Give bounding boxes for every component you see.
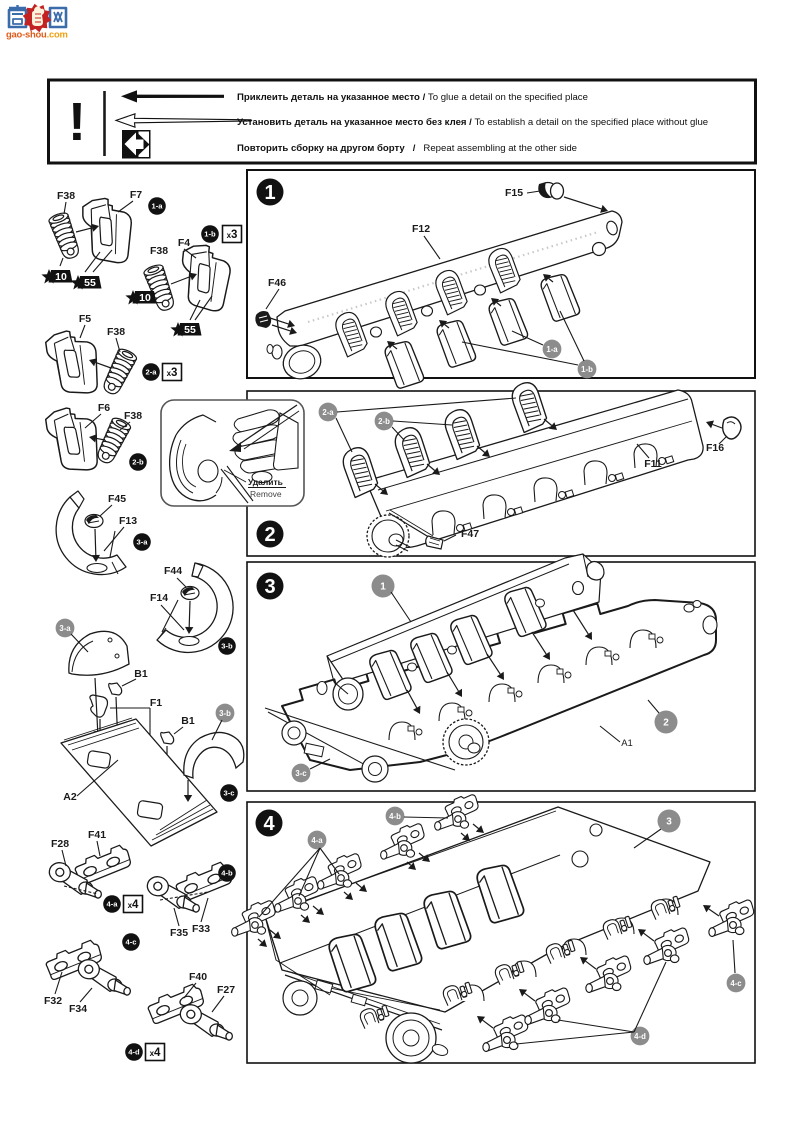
- svg-text:10: 10: [55, 271, 67, 283]
- svg-text:55: 55: [84, 277, 96, 289]
- svg-text:F27: F27: [217, 984, 235, 996]
- svg-text:F34: F34: [69, 1003, 87, 1015]
- svg-text:4-c: 4-c: [730, 979, 742, 988]
- svg-text:B1: B1: [181, 715, 195, 727]
- svg-text:4-d: 4-d: [634, 1032, 646, 1041]
- svg-text:4-d: 4-d: [128, 1048, 140, 1057]
- svg-text:A2: A2: [63, 791, 77, 803]
- svg-text:F15: F15: [505, 187, 523, 199]
- svg-text:F16: F16: [706, 442, 724, 454]
- svg-text:3-c: 3-c: [224, 789, 235, 798]
- svg-text:F45: F45: [108, 493, 126, 505]
- svg-text:2: 2: [264, 524, 275, 546]
- svg-text:3-b: 3-b: [219, 709, 231, 718]
- svg-text:3: 3: [666, 817, 672, 828]
- svg-text:10: 10: [139, 292, 151, 304]
- svg-text:3-c: 3-c: [295, 769, 307, 778]
- svg-text:1: 1: [380, 582, 386, 593]
- svg-text:2: 2: [663, 718, 669, 729]
- svg-text:F6: F6: [98, 402, 110, 414]
- svg-text:1: 1: [264, 182, 275, 204]
- svg-text:Установить деталь на указанное: Установить деталь на указанное место без…: [237, 117, 708, 128]
- svg-text:2-b: 2-b: [132, 458, 144, 467]
- svg-text:1-b: 1-b: [204, 230, 216, 239]
- svg-text:F13: F13: [119, 515, 137, 527]
- svg-text:!: !: [68, 92, 86, 152]
- svg-text:x4: x4: [150, 1047, 161, 1059]
- svg-text:2-a: 2-a: [322, 408, 334, 417]
- svg-text:F11: F11: [644, 458, 662, 470]
- svg-text:F38: F38: [124, 410, 142, 422]
- svg-text:4-c: 4-c: [126, 938, 137, 947]
- svg-text:Удалить: Удалить: [248, 477, 283, 487]
- svg-text:Remove: Remove: [250, 489, 282, 499]
- svg-text:2-a: 2-a: [146, 368, 158, 377]
- svg-text:F38: F38: [57, 190, 75, 202]
- svg-text:A1: A1: [621, 738, 633, 749]
- svg-text:1-a: 1-a: [546, 345, 558, 354]
- svg-text:x3: x3: [167, 367, 178, 379]
- svg-text:55: 55: [184, 324, 196, 336]
- svg-text:x3: x3: [227, 229, 238, 241]
- svg-text:F7: F7: [130, 189, 142, 201]
- svg-text:F1: F1: [150, 697, 162, 709]
- svg-text:4-a: 4-a: [311, 836, 323, 845]
- svg-text:F40: F40: [189, 971, 207, 983]
- svg-text:4-b: 4-b: [389, 812, 401, 821]
- svg-text:F33: F33: [192, 923, 210, 935]
- svg-text:3-b: 3-b: [221, 642, 233, 651]
- svg-text:1-a: 1-a: [152, 202, 164, 211]
- svg-text:4-b: 4-b: [221, 869, 233, 878]
- svg-text:F38: F38: [150, 245, 168, 257]
- svg-text:2-b: 2-b: [378, 417, 390, 426]
- svg-text:3: 3: [264, 576, 275, 598]
- svg-text:3-a: 3-a: [59, 624, 71, 633]
- svg-text:F4: F4: [178, 237, 190, 249]
- svg-text:F35: F35: [170, 927, 188, 939]
- svg-text:1-b: 1-b: [581, 365, 593, 374]
- svg-text:F44: F44: [164, 565, 182, 577]
- svg-text:F47: F47: [461, 528, 479, 540]
- svg-text:4: 4: [263, 813, 275, 835]
- svg-text:F32: F32: [44, 995, 62, 1007]
- svg-text:gao-shou.com: gao-shou.com: [6, 29, 68, 40]
- svg-text:Приклеить деталь на указанное: Приклеить деталь на указанное место / To…: [237, 92, 588, 103]
- svg-text:F46: F46: [268, 277, 286, 289]
- svg-text:F28: F28: [51, 838, 69, 850]
- svg-text:F41: F41: [88, 829, 106, 841]
- svg-text:F5: F5: [79, 313, 91, 325]
- svg-text:F38: F38: [107, 326, 125, 338]
- svg-text:B1: B1: [134, 668, 148, 680]
- svg-text:F14: F14: [150, 592, 168, 604]
- svg-text:F12: F12: [412, 223, 430, 235]
- svg-text:x4: x4: [128, 899, 139, 911]
- svg-text:3-a: 3-a: [137, 538, 149, 547]
- svg-text:Повторить сборку на другом бор: Повторить сборку на другом борту / Repea…: [237, 143, 577, 154]
- svg-text:4-a: 4-a: [107, 900, 119, 909]
